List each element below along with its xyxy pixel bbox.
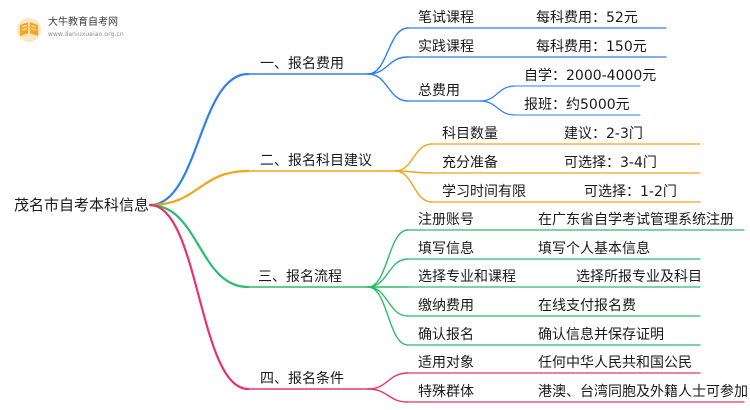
logo-title: 大牛教育自考网 (48, 17, 118, 28)
node-total-fee: 总费用 (418, 83, 460, 99)
value-confirm-registration: 确认信息并保存证明 (538, 327, 664, 343)
root-topic: 茂名市自考本科信息 (14, 196, 150, 214)
value-class: 报班：约5000元 (524, 97, 630, 113)
link-b4-child-0 (367, 372, 409, 390)
branch-registration-process: 三、报名流程 (258, 269, 342, 285)
site-logo: 大牛教育自考网 www.daniuxueiao.org.cn (14, 14, 134, 48)
node-limited-time: 学习时间有限 (442, 184, 526, 200)
link-b2-child-2 (394, 170, 433, 203)
value-fill-info: 填写个人基本信息 (538, 241, 650, 257)
link-root-b3 (148, 203, 250, 289)
node-pay-fee: 缴纳费用 (418, 298, 474, 314)
node-register-account: 注册账号 (418, 212, 474, 228)
node-confirm-registration: 确认报名 (418, 327, 474, 343)
node-fill-info: 填写信息 (418, 241, 474, 257)
link-root-b4 (148, 203, 250, 391)
value-select-major: 选择所报专业及科目 (576, 269, 702, 285)
link-b3-child-1 (367, 258, 409, 288)
link-b2-child-0 (394, 143, 433, 172)
link-b3-child-3 (367, 286, 409, 317)
node-select-major: 选择专业和课程 (418, 269, 516, 285)
node-special-groups: 特殊群体 (418, 384, 474, 400)
node-subject-count: 科目数量 (442, 126, 498, 142)
link-b3-child-0 (367, 229, 409, 288)
node-applicable-people: 适用对象 (418, 355, 474, 371)
branch-eligibility: 四、报名条件 (260, 371, 344, 387)
book-logo-icon (17, 18, 41, 42)
value-practice-course: 每科费用：150元 (536, 39, 647, 55)
link-b1-sub-1 (479, 100, 516, 116)
link-b1-sub-0 (479, 85, 516, 102)
link-root-b1 (148, 72, 250, 207)
link-b1-child-1 (367, 56, 409, 75)
value-subject-count: 建议：2-3门 (564, 126, 643, 142)
value-applicable-people: 任何中华人民共和国公民 (538, 355, 692, 371)
value-self-study: 自学：2000-4000元 (524, 68, 657, 84)
value-special-groups: 港澳、台湾同胞及外籍人士可参加 (538, 384, 748, 400)
value-full-preparation: 可选择：3-4门 (564, 155, 657, 171)
link-b1-child-0 (367, 27, 409, 75)
link-root-b2 (148, 169, 250, 207)
branch-subject-advice: 二、报名科目建议 (260, 153, 372, 169)
value-pay-fee: 在线支付报名费 (538, 298, 636, 314)
node-practice-course: 实践课程 (418, 39, 474, 55)
link-b4-child-1 (367, 388, 409, 403)
link-b3-child-4 (367, 286, 409, 346)
node-written-course: 笔试课程 (418, 10, 474, 26)
link-b1-child-2 (367, 73, 409, 102)
node-full-preparation: 充分准备 (442, 155, 498, 171)
branch-registration-fee: 一、报名费用 (260, 56, 344, 72)
logo-url: www.daniuxueiao.org.cn (48, 31, 124, 38)
value-limited-time: 可选择：1-2门 (584, 184, 677, 200)
value-register-account: 在广东省自学考试管理系统注册 (538, 212, 734, 228)
value-written-course: 每科费用：52元 (536, 10, 638, 26)
